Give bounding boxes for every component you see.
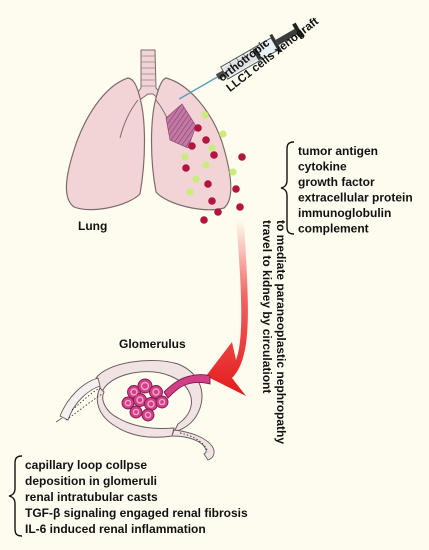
outcome-item: IL-6 induced renal inflammation [25, 522, 206, 536]
green-particle [201, 111, 209, 119]
arrow-label: travel to kidney by circulationt to medi… [260, 220, 288, 444]
arrow-label-line1: travel to kidney by circulationt [260, 220, 274, 393]
arrow-label-line2: to mediate paraneoplastic nephropathy [274, 220, 288, 444]
factors-brace [280, 141, 295, 235]
green-particle [192, 175, 200, 183]
outcomes-brace [8, 455, 23, 537]
syringe-label: orthotropic LLC1 cells xenograft [216, 15, 321, 94]
left-lung [65, 77, 146, 211]
green-particle [219, 130, 227, 138]
factors-list: tumor antigen cytokine growth factor ext… [298, 144, 413, 236]
factor-item: cytokine [298, 160, 347, 174]
red-particle [238, 153, 246, 161]
red-particle [214, 208, 222, 216]
outcome-item: renal intratubular casts [25, 490, 158, 504]
outcome-item: TGF-β signaling engaged renal fibrosis [25, 506, 248, 520]
red-particle [194, 124, 202, 132]
tumor-mass [165, 103, 197, 149]
glomerulus-label: Glomerulus [119, 337, 186, 351]
red-particle [182, 164, 190, 172]
red-particle [204, 180, 212, 188]
outcome-item: deposition in glomeruli [25, 474, 157, 488]
capillary-tuft [121, 378, 169, 422]
outcomes-list: capillary loop collpse deposition in glo… [25, 458, 248, 536]
red-particle [200, 216, 208, 224]
green-particle [229, 168, 237, 176]
lung-label: Lung [78, 219, 107, 233]
syringe-label-line2: LLC1 cells xenograft [224, 15, 321, 94]
syringe-icon [178, 22, 304, 100]
factor-item: extracellular protein [298, 191, 413, 205]
circulating-particles [181, 111, 246, 224]
proximal-tubule [171, 429, 215, 461]
green-particle [208, 144, 216, 152]
factor-item: complement [298, 222, 369, 236]
red-particle [188, 142, 196, 150]
afferent-tubule [59, 377, 101, 421]
factor-item: tumor antigen [298, 144, 378, 158]
red-particle [208, 197, 216, 205]
red-particle [202, 136, 210, 144]
red-particle [232, 185, 240, 193]
red-particle [210, 151, 218, 159]
factor-item: immunoglobulin [298, 206, 391, 220]
red-particle [236, 203, 244, 211]
glomerulus-illustration [55, 359, 215, 461]
factor-item: growth factor [298, 175, 375, 189]
outcome-item: capillary loop collpse [25, 458, 147, 472]
circulation-arrow [206, 220, 248, 396]
green-particle [202, 161, 210, 169]
green-particle [181, 153, 189, 161]
efferent-arteriole [163, 374, 211, 399]
green-particle [186, 188, 194, 196]
